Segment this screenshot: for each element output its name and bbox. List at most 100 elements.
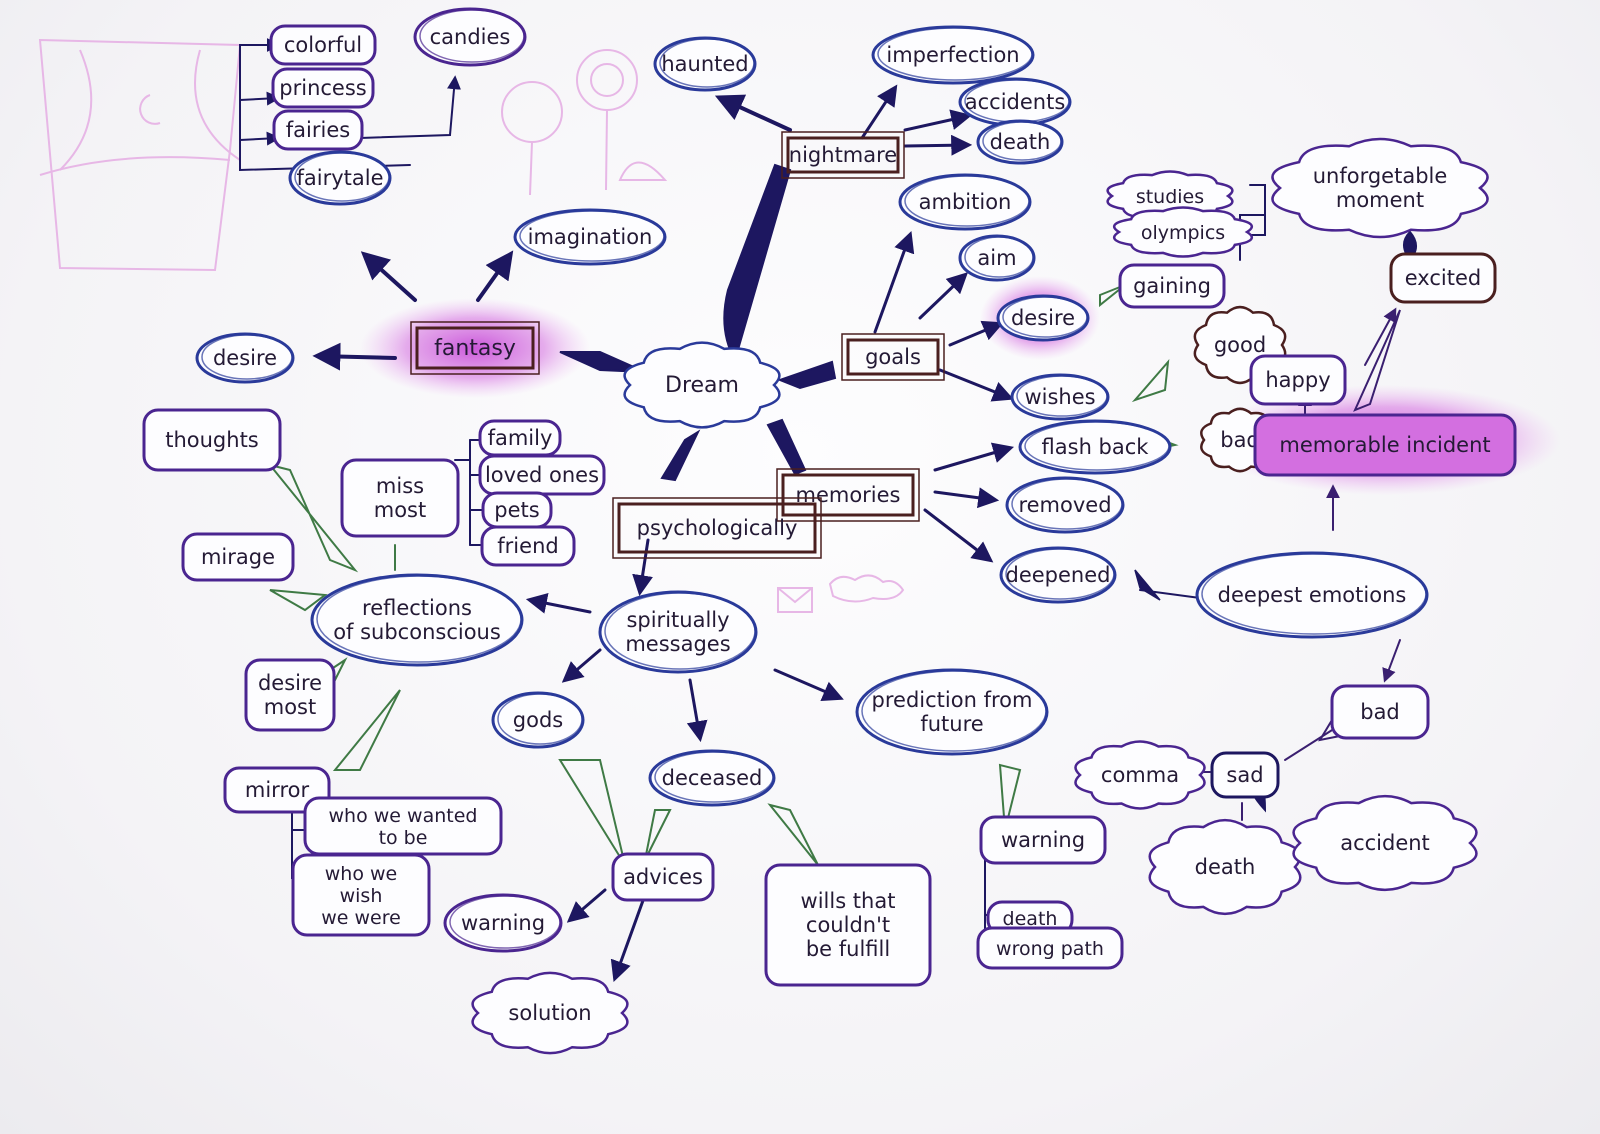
node-outline: [1010, 373, 1110, 421]
node-label: studies: [1136, 186, 1204, 208]
node-label: fantasy: [434, 336, 516, 361]
node-label: flash back: [1042, 435, 1150, 459]
node-label: wills that: [801, 889, 896, 913]
node-label: couldn't: [806, 913, 890, 937]
node-outline: [598, 590, 758, 674]
node-label: loved ones: [485, 463, 599, 487]
node-label: reflections: [362, 596, 472, 620]
node-outline: [1271, 137, 1489, 239]
node-label: candies: [430, 25, 511, 49]
node-label: good: [1214, 333, 1266, 357]
node-princess: princess: [271, 67, 375, 109]
node-happy: happy: [1249, 354, 1347, 406]
node-death-bottom: death: [1148, 818, 1302, 916]
node-label: colorful: [284, 33, 362, 57]
node-label: friend: [497, 534, 558, 558]
node-outline: [623, 341, 781, 429]
node-label: fairytale: [296, 166, 383, 190]
node-candies: candies: [413, 7, 527, 67]
node-outline: [996, 294, 1090, 342]
node-label: most: [264, 695, 316, 719]
node-label: spiritually: [626, 608, 729, 632]
node-deepened: deepened: [999, 546, 1117, 604]
node-label: desire: [258, 671, 322, 695]
node-ambition: ambition: [898, 173, 1032, 231]
node-label: prediction from: [872, 688, 1033, 712]
node-label: bad: [1220, 428, 1260, 452]
node-outline: [269, 24, 377, 66]
node-deepest-emotions: deepest emotions: [1195, 551, 1429, 639]
node-warning-left: warning: [443, 893, 563, 953]
pink-sketch-doodles: [38, 38, 905, 613]
node-outline: [443, 893, 563, 953]
node-label: bad: [1360, 700, 1400, 724]
node-label: haunted: [661, 52, 748, 76]
node-memorable-incident: memorable incident: [1253, 413, 1517, 477]
node-label: psychologically: [637, 516, 798, 540]
node-dream: Dream: [623, 341, 781, 429]
node-label: future: [920, 712, 983, 736]
node-label: goals: [865, 345, 921, 369]
node-label: deceased: [662, 766, 763, 790]
node-loved-ones: loved ones: [478, 454, 606, 496]
node-label: sad: [1226, 763, 1263, 787]
node-accidents: accidents: [958, 77, 1072, 127]
node-mirror: mirror: [223, 766, 331, 814]
node-solution: solution: [471, 971, 629, 1055]
node-outline: [340, 458, 460, 538]
node-label: warning: [1001, 828, 1085, 852]
node-label: family: [488, 426, 553, 450]
node-outline: [1249, 354, 1347, 406]
node-label: mirror: [245, 778, 310, 802]
node-label: nightmare: [789, 143, 897, 167]
node-label: ambition: [919, 190, 1012, 214]
node-outline: [181, 532, 295, 582]
node-mirage: mirage: [181, 532, 295, 582]
node-label: Dream: [665, 373, 739, 398]
node-outline: [871, 25, 1035, 85]
node-label: excited: [1405, 266, 1481, 290]
node-label: aim: [977, 246, 1016, 270]
node-label: be fulfill: [806, 937, 890, 961]
node-outline: [1253, 413, 1517, 477]
node-label: death: [990, 130, 1051, 154]
node-pets: pets: [481, 491, 553, 529]
node-label: warning: [461, 911, 545, 935]
node-label: olympics: [1141, 222, 1225, 244]
node-label: who we: [325, 863, 397, 885]
node-outline: [480, 525, 576, 567]
node-deceased: deceased: [648, 749, 776, 807]
connectors: [239, 38, 1417, 982]
node-haunted: haunted: [653, 36, 757, 92]
node-label: most: [374, 498, 426, 522]
node-label: accident: [1340, 831, 1430, 855]
node-memories: memories: [776, 468, 920, 522]
node-imagination: imagination: [513, 208, 667, 266]
node-outline: [223, 766, 331, 814]
node-outline: [1118, 263, 1226, 309]
node-outline: [271, 67, 375, 109]
node-goals: goals: [841, 333, 945, 381]
node-label: accidents: [965, 90, 1066, 114]
node-outline: [1389, 252, 1497, 304]
node-accident: accident: [1292, 794, 1478, 892]
node-outline: [1195, 551, 1429, 639]
node-nightmare: nightmare: [781, 131, 905, 179]
node-outline: [272, 109, 364, 151]
node-goals-desire: desire: [996, 294, 1090, 342]
node-outline: [781, 473, 915, 517]
node-aim: aim: [958, 234, 1036, 282]
node-outline: [513, 208, 667, 266]
node-outline: [999, 546, 1117, 604]
node-outline: [1112, 206, 1254, 258]
node-label: imperfection: [886, 43, 1019, 67]
node-label: we were: [321, 907, 401, 929]
node-colorful: colorful: [269, 24, 377, 66]
node-label: desire: [213, 346, 277, 370]
node-sad: sad: [1210, 751, 1280, 799]
node-wishes: wishes: [1010, 373, 1110, 421]
